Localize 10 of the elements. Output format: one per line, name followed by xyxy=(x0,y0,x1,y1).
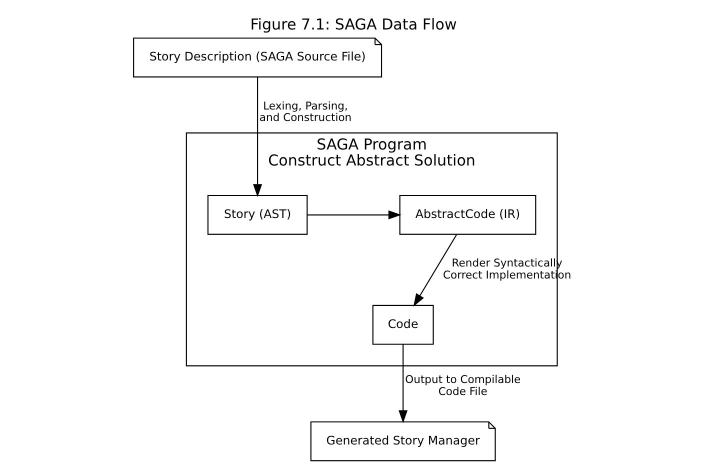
node-box: Code xyxy=(372,304,434,344)
arrow xyxy=(398,344,408,423)
edge-label: Lexing, Parsing, and Construction xyxy=(258,98,352,124)
arrow xyxy=(306,210,401,219)
arrow xyxy=(412,234,456,306)
node-box: AbstractCode (IR) xyxy=(398,194,536,234)
edge-label: Output to Compilable Code File xyxy=(404,372,520,398)
arrow xyxy=(252,76,262,197)
diagram-title: Figure 7.1: SAGA Data Flow xyxy=(250,15,456,34)
node-box: Story (AST) xyxy=(206,194,308,234)
